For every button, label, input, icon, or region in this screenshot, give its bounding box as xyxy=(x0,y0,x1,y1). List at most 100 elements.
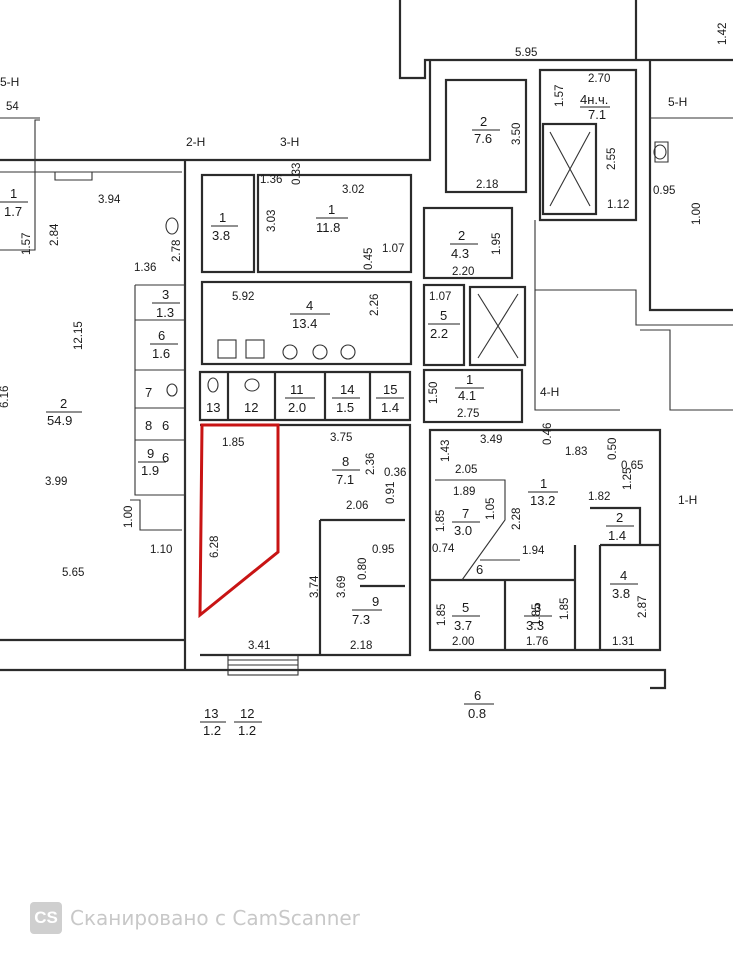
room-label: 13.8 xyxy=(211,210,238,243)
dim-label: 3.75 xyxy=(330,432,352,444)
room-label: 31.3 xyxy=(152,287,180,320)
svg-text:4н.ч.: 4н.ч. xyxy=(580,92,608,107)
room-number: 13 xyxy=(206,400,220,415)
svg-text:1.9: 1.9 xyxy=(141,463,159,478)
room-label: 413.4 xyxy=(290,298,330,331)
dim-label: 1.57 xyxy=(21,233,33,255)
scanner-watermark: CS Сканировано с CamScanner xyxy=(30,902,360,934)
svg-text:3.8: 3.8 xyxy=(612,586,630,601)
right-upper-walls xyxy=(534,117,733,326)
dim-label: 1.85 xyxy=(435,510,447,532)
svg-text:54.9: 54.9 xyxy=(47,413,72,428)
room-number: 6 xyxy=(476,562,483,577)
svg-text:15: 15 xyxy=(383,382,397,397)
svg-text:1.3: 1.3 xyxy=(156,305,174,320)
svg-text:8: 8 xyxy=(342,454,349,469)
room-label: 151.4 xyxy=(376,382,404,415)
svg-text:4.3: 4.3 xyxy=(451,246,469,261)
svg-text:7.1: 7.1 xyxy=(588,107,606,122)
svg-text:7.1: 7.1 xyxy=(336,472,354,487)
stair-label: 1-Н xyxy=(678,493,697,507)
dim-label: 1.83 xyxy=(565,446,587,458)
svg-text:3.7: 3.7 xyxy=(454,618,472,633)
dim-label: 3.02 xyxy=(342,184,364,196)
svg-text:1.5: 1.5 xyxy=(336,400,354,415)
dim-label: 5.65 xyxy=(62,567,84,579)
svg-text:3.8: 3.8 xyxy=(212,228,230,243)
room-label: 61.6 xyxy=(150,328,178,361)
svg-text:12: 12 xyxy=(240,706,254,721)
svg-text:3: 3 xyxy=(162,287,169,302)
room-label: 60.8 xyxy=(464,688,494,721)
room-label: 21.4 xyxy=(606,510,634,543)
dim-label: 1.36 xyxy=(134,262,156,274)
room-label: 14.1 xyxy=(455,372,484,403)
dim-label: 1.50 xyxy=(428,382,440,404)
svg-text:1: 1 xyxy=(219,210,226,225)
svg-text:11.8: 11.8 xyxy=(316,220,340,235)
dim-label: 2.00 xyxy=(452,636,474,648)
room-number: 7 xyxy=(145,385,152,400)
room-2-7.6 xyxy=(444,78,528,194)
dim-label: 1.85 xyxy=(436,604,448,626)
svg-text:2: 2 xyxy=(480,114,487,129)
room-label: 73.0 xyxy=(452,506,480,538)
dim-label: 1.94 xyxy=(522,545,545,557)
room-number: 6 xyxy=(162,450,169,465)
room-number: 6 xyxy=(162,418,169,433)
svg-text:2.2: 2.2 xyxy=(430,326,448,341)
svg-text:1: 1 xyxy=(540,476,547,491)
toilet-icon xyxy=(165,144,667,397)
dim-label: 1.57 xyxy=(554,85,566,107)
room-label: 53.7 xyxy=(452,600,480,633)
dim-label: 3.99 xyxy=(45,476,67,488)
svg-text:2: 2 xyxy=(458,228,465,243)
corridor-diag xyxy=(435,479,520,581)
dim-label: 1.95 xyxy=(491,233,503,255)
svg-text:3.0: 3.0 xyxy=(454,523,472,538)
svg-text:5: 5 xyxy=(462,600,469,615)
dim-label: 3.49 xyxy=(480,434,502,446)
stair-label: 2-Н xyxy=(186,135,205,149)
dim-label: 1.00 xyxy=(691,203,703,225)
room-label: 121.2 xyxy=(234,706,262,738)
svg-text:1.7: 1.7 xyxy=(4,204,22,219)
dim-label: 1.43 xyxy=(440,440,452,462)
room-label: 97.3 xyxy=(352,594,382,627)
dim-label: 1.85 xyxy=(531,604,543,626)
dim-label: 2.20 xyxy=(452,266,474,278)
dim-label: 2.78 xyxy=(171,240,183,262)
room-4nch xyxy=(538,68,638,222)
lift-x xyxy=(549,131,591,207)
svg-text:5: 5 xyxy=(440,308,447,323)
4n-walls xyxy=(534,290,733,411)
room-label: 113.2 xyxy=(528,476,558,508)
dim-label: 2.75 xyxy=(457,408,479,420)
dim-label: 2.26 xyxy=(369,294,381,316)
svg-text:11: 11 xyxy=(290,382,304,397)
dim-label: 0.91 xyxy=(385,482,397,504)
right-block xyxy=(428,428,662,652)
room-8-9 xyxy=(200,423,412,657)
room-label: 91.9 xyxy=(138,446,166,478)
corner-label: 54 xyxy=(6,101,19,113)
svg-text:7: 7 xyxy=(462,506,469,521)
dim-label: 0.74 xyxy=(432,543,455,555)
wc-block xyxy=(134,284,186,496)
watermark-text: Сканировано с CamScanner xyxy=(70,906,360,930)
svg-text:2: 2 xyxy=(616,510,623,525)
dim-label: 2.06 xyxy=(346,500,368,512)
dim-label: 1.05 xyxy=(485,498,497,520)
dim-label: 2.84 xyxy=(49,223,61,246)
dim-label: 1.07 xyxy=(429,291,451,303)
dim-label: 6.28 xyxy=(209,536,221,558)
svg-text:1: 1 xyxy=(466,372,473,387)
svg-text:13.2: 13.2 xyxy=(530,493,555,508)
svg-text:6: 6 xyxy=(158,328,165,343)
dim-label: 1.85 xyxy=(559,598,571,620)
dim-label: 1.36 xyxy=(260,174,282,186)
lift-shaft xyxy=(541,122,598,216)
dim-label: 3.03 xyxy=(266,210,278,232)
dim-label: 1.82 xyxy=(588,491,610,503)
